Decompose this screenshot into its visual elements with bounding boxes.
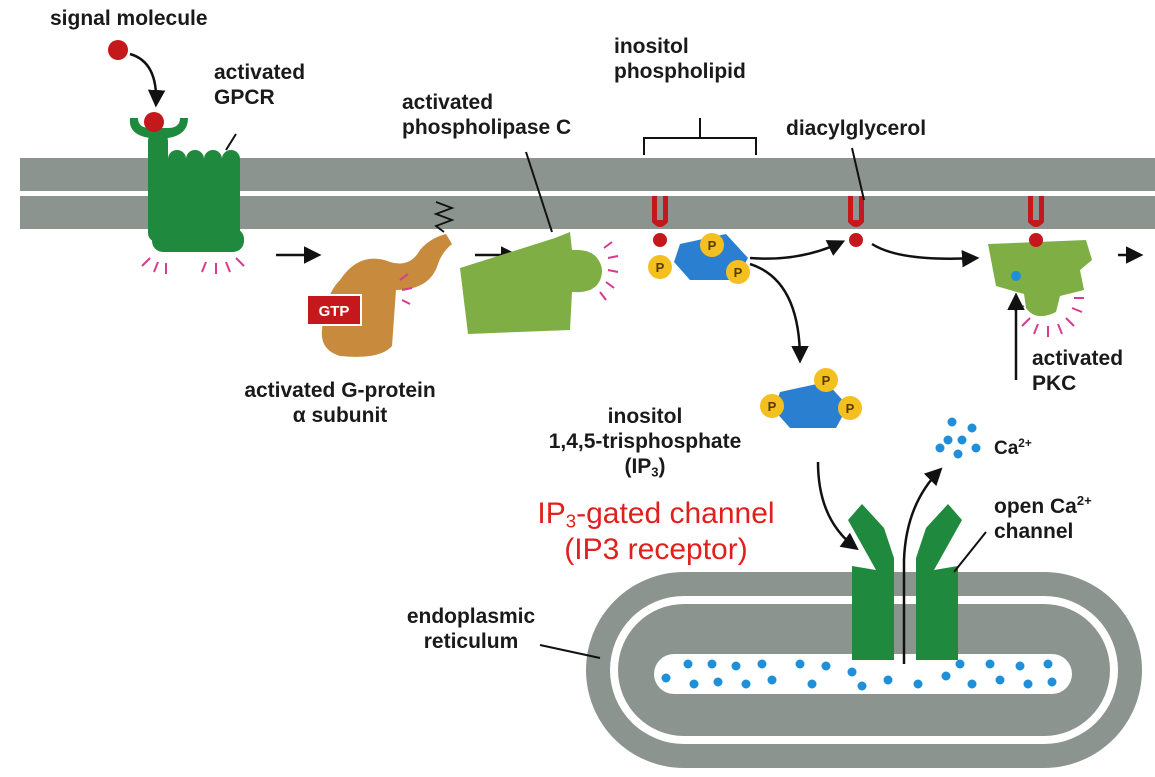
svg-text:P: P — [822, 373, 831, 388]
dag-leader — [851, 147, 865, 201]
label-open-ca-channel: open Ca2+ channel — [994, 493, 1092, 543]
label-diacylglycerol: diacylglycerol — [786, 117, 927, 140]
svg-text:P: P — [846, 401, 855, 416]
er-calcium-ions — [661, 659, 1057, 691]
gtp-badge: GTP — [319, 303, 350, 320]
er-leader — [539, 644, 601, 659]
annotation-ip3-gated-channel: IP3-gated channel (IP3 receptor) — [537, 497, 775, 566]
phospholipid-bracket — [643, 118, 757, 155]
plc-glow — [599, 241, 619, 301]
svg-text:P: P — [768, 399, 777, 414]
gpcr-icon — [129, 112, 244, 252]
gpcr-leader — [225, 133, 237, 151]
signal-molecule-icon — [108, 40, 128, 60]
arrow-ip3-to-channel — [816, 461, 859, 551]
label-calcium: Ca2+ — [994, 436, 1032, 459]
svg-text:P: P — [708, 238, 717, 253]
plc-leader — [525, 151, 553, 233]
pkc-icon — [988, 196, 1092, 317]
phospholipase-c-icon — [460, 232, 602, 334]
label-signal-molecule: signal molecule — [50, 7, 208, 30]
phospholipid-tails-icon — [652, 196, 668, 247]
ip3-free-icon: P P P — [760, 368, 862, 428]
gprotein-glow — [399, 273, 413, 305]
arrow-to-dag — [749, 240, 846, 260]
released-calcium-ions — [935, 417, 981, 459]
ip3-gated-channel-icon — [848, 504, 962, 660]
arrow-dag-to-pkc — [871, 242, 980, 268]
label-ip3: inositol 1,4,5-trisphosphate (IP3) — [548, 405, 742, 480]
diacylglycerol-icon — [848, 196, 864, 247]
svg-text:P: P — [734, 265, 743, 280]
gprotein-alpha-icon: GTP — [306, 201, 455, 357]
gpcr-glow — [141, 257, 245, 274]
arrow-to-ip3 — [749, 262, 809, 364]
svg-text:P: P — [656, 260, 665, 275]
endoplasmic-reticulum — [586, 572, 1142, 768]
signal-arrow — [129, 52, 166, 108]
arrow-ca-release — [902, 467, 943, 664]
channel-leader — [953, 531, 987, 573]
ip3-membrane-icon: P P P — [648, 233, 750, 284]
